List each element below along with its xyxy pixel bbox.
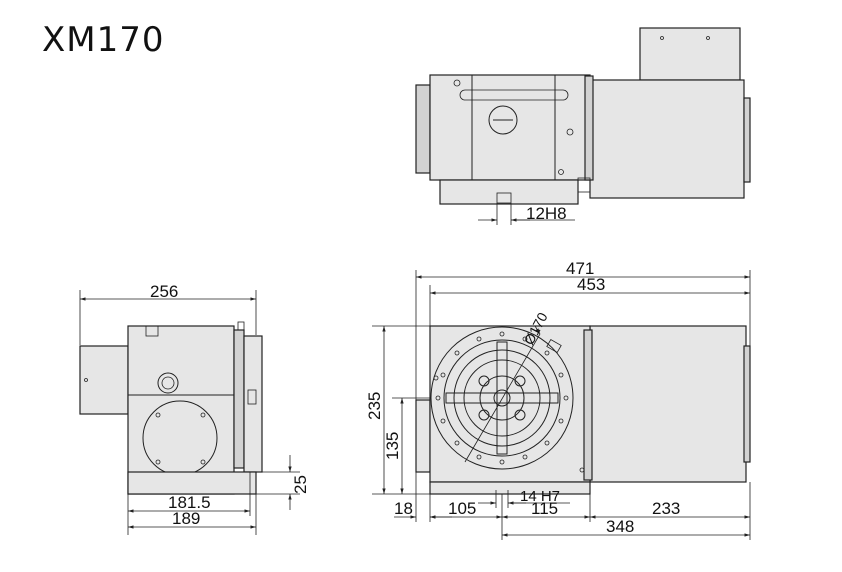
front-dimensions: 471 453 235 135 18 105 1: [365, 259, 751, 540]
side-dimensions: 256 181.5 189 25: [79, 282, 310, 535]
dim-115: 115: [531, 499, 558, 518]
rotary-table: [430, 326, 574, 470]
front-motor-housing: [589, 325, 747, 483]
side-view: 256 181.5 189 25: [79, 282, 310, 535]
dim-135: 135: [383, 432, 402, 460]
top-view: 12H8: [415, 27, 751, 225]
dim-14h7: 14 H7: [520, 488, 560, 505]
slot-dimension: 12H8: [478, 203, 575, 225]
dim-105: 105: [448, 499, 476, 518]
dim-181-5: 181.5: [168, 493, 211, 512]
dim-25: 25: [291, 475, 310, 494]
front-view: Ø170 471 453 235 135 18: [365, 259, 751, 540]
side-motor: [79, 345, 129, 415]
dim-453: 453: [577, 275, 605, 294]
side-body: [127, 325, 235, 495]
top-base: [439, 179, 579, 205]
dim-233: 233: [652, 499, 680, 518]
model-title: XM170: [42, 20, 165, 60]
top-faceplate: [415, 84, 431, 174]
dim-256: 256: [150, 282, 178, 301]
dim-471: 471: [566, 259, 594, 278]
top-main-body: [429, 74, 591, 181]
slot-label: 12H8: [526, 204, 567, 223]
front-main-body: [429, 325, 591, 483]
dim-189: 189: [172, 509, 200, 528]
dim-235: 235: [365, 392, 384, 420]
dim-18: 18: [394, 499, 413, 518]
front-faceplate: [415, 399, 431, 473]
top-motor-cover: [639, 27, 741, 81]
top-motor-housing: [589, 79, 745, 199]
dim-348: 348: [606, 517, 634, 536]
